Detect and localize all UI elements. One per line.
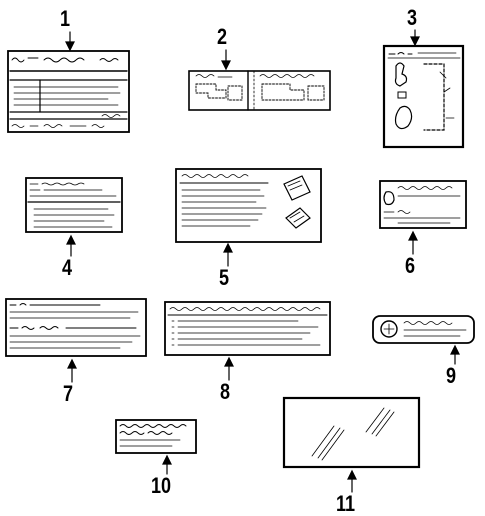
callout-number-3: 3 xyxy=(407,5,418,30)
callout-arrow-9 xyxy=(450,344,460,365)
callout-number-9: 9 xyxy=(446,363,457,388)
label-3[interactable] xyxy=(382,44,465,149)
callout-arrow-8 xyxy=(224,356,234,381)
callout-arrow-4 xyxy=(66,234,76,257)
callout-arrow-6 xyxy=(408,230,418,255)
callout-arrow-2 xyxy=(221,49,231,71)
callout-arrow-11 xyxy=(347,469,357,493)
callout-number-11: 11 xyxy=(336,491,356,516)
callout-arrow-3 xyxy=(410,29,420,47)
callout-arrow-7 xyxy=(67,358,77,383)
callout-number-6: 6 xyxy=(405,253,416,278)
label-1[interactable] xyxy=(7,50,130,133)
label-8[interactable] xyxy=(164,301,331,356)
callout-number-7: 7 xyxy=(63,381,74,406)
callout-arrow-5 xyxy=(223,242,233,267)
label-7[interactable] xyxy=(5,298,147,357)
callout-number-10: 10 xyxy=(151,473,172,498)
callout-arrow-10 xyxy=(162,454,172,475)
label-4[interactable] xyxy=(25,177,123,233)
callout-arrow-1 xyxy=(65,31,75,52)
callout-number-4: 4 xyxy=(62,255,73,280)
label-9[interactable] xyxy=(372,315,475,344)
label-6[interactable] xyxy=(379,180,467,229)
callout-number-1: 1 xyxy=(60,6,71,31)
callout-number-5: 5 xyxy=(219,265,230,290)
label-10[interactable] xyxy=(115,419,197,454)
label-5[interactable] xyxy=(175,168,322,243)
callout-number-8: 8 xyxy=(220,379,231,404)
label-2[interactable] xyxy=(188,70,331,111)
callout-number-2: 2 xyxy=(217,24,228,49)
label-11[interactable] xyxy=(282,396,421,469)
